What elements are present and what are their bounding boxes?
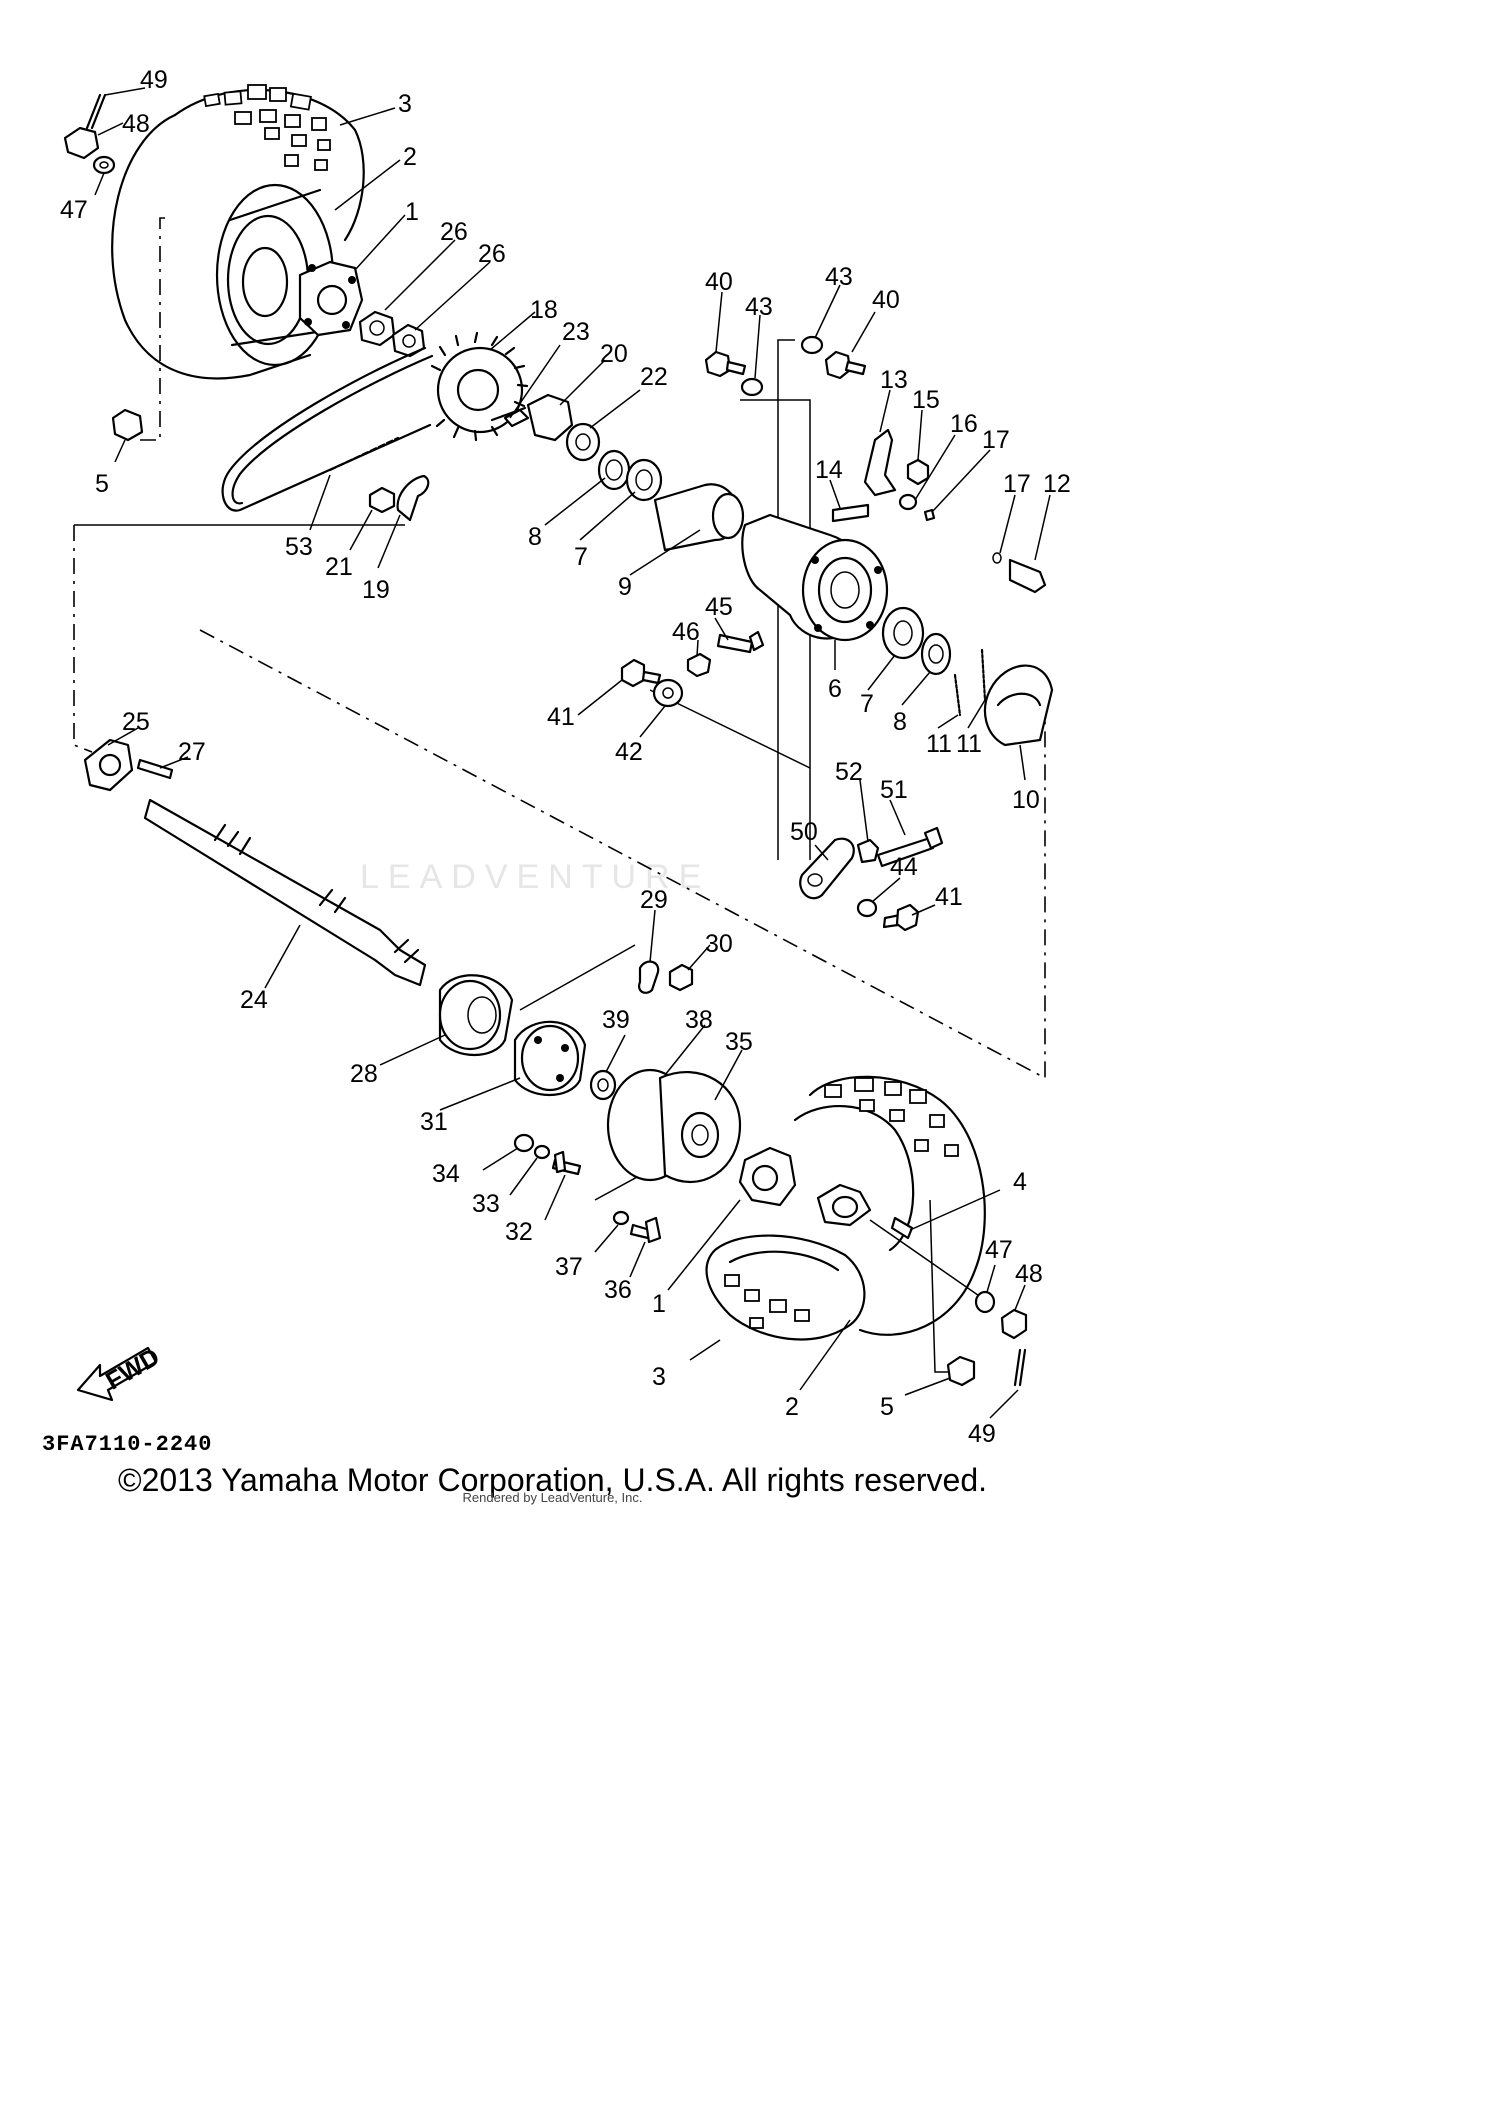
callout-13: 13 <box>880 366 908 394</box>
callout-47-top: 47 <box>60 196 88 224</box>
brake-drum-assembly <box>438 974 742 1184</box>
callout-9: 9 <box>618 573 632 601</box>
hub-part-1-top <box>298 260 364 337</box>
callout-36: 36 <box>604 1276 632 1304</box>
bracket-assembly <box>799 826 944 932</box>
callout-24: 24 <box>240 986 268 1014</box>
callout-2-bottom: 2 <box>785 1393 799 1421</box>
callout-1-top: 1 <box>405 198 419 226</box>
callout-27: 27 <box>178 738 206 766</box>
fasteners-top-left <box>63 93 144 442</box>
callout-16: 16 <box>950 410 978 438</box>
callout-37: 37 <box>555 1253 583 1281</box>
callout-34: 34 <box>432 1160 460 1188</box>
fwd-arrow-icon: FWD <box>76 1343 164 1402</box>
callout-43-b: 43 <box>825 263 853 291</box>
bolts-and-washers-upper <box>620 335 867 708</box>
callout-38: 38 <box>685 1006 713 1034</box>
callout-leaders <box>94 87 1051 1419</box>
tread-blocks-bottom <box>724 1077 959 1329</box>
callout-22: 22 <box>640 363 668 391</box>
nuts-part-26 <box>358 310 426 358</box>
callout-23: 23 <box>562 318 590 346</box>
callout-10: 10 <box>1012 786 1040 814</box>
callout-50: 50 <box>790 818 818 846</box>
callout-17-a: 17 <box>982 426 1010 454</box>
fwd-label: FWD <box>101 1343 164 1396</box>
diagram-code: 3FA7110-2240 <box>42 1432 213 1457</box>
callout-49-top: 49 <box>140 66 168 94</box>
callout-25: 25 <box>122 708 150 736</box>
watermark: LEADVENTURE <box>360 858 711 896</box>
callout-32: 32 <box>505 1218 533 1246</box>
callout-41-lower: 41 <box>935 883 963 911</box>
chain-and-sprocket <box>221 331 663 522</box>
callout-30: 30 <box>705 930 733 958</box>
callout-52: 52 <box>835 758 863 786</box>
callout-15: 15 <box>912 386 940 414</box>
callout-21: 21 <box>325 553 353 581</box>
callout-53: 53 <box>285 533 313 561</box>
axle-hub-carrier <box>653 483 952 676</box>
wheel-assembly-top <box>111 84 365 380</box>
callout-48-bottom: 48 <box>1015 1260 1043 1288</box>
callout-14: 14 <box>815 456 843 484</box>
small-fasteners-lower <box>513 960 694 1244</box>
callout-43-a: 43 <box>745 293 773 321</box>
callout-51: 51 <box>880 776 908 804</box>
callout-47-bottom: 47 <box>985 1236 1013 1264</box>
callout-8-top: 8 <box>528 523 542 551</box>
callout-4: 4 <box>1013 1168 1027 1196</box>
reference-lines <box>73 217 1046 1373</box>
callout-11-b: 11 <box>956 730 982 758</box>
callout-28: 28 <box>350 1060 378 1088</box>
wheel-assembly-bottom <box>705 1075 1028 1387</box>
callout-7-top: 7 <box>574 543 588 571</box>
callout-40-b: 40 <box>872 286 900 314</box>
callout-17-b: 17 <box>1003 470 1031 498</box>
callout-numbers: 49 48 47 3 2 1 26 26 5 18 23 20 22 8 7 9… <box>60 66 1071 1448</box>
callout-5-bottom: 5 <box>880 1393 894 1421</box>
callout-6: 6 <box>828 675 842 703</box>
rendered-by-notice: Rendered by LeadVenture, Inc. <box>462 1490 643 1505</box>
callout-7-bottom: 7 <box>860 690 874 718</box>
callout-45: 45 <box>705 593 733 621</box>
callout-5-top: 5 <box>95 470 109 498</box>
callout-42: 42 <box>615 738 643 766</box>
callout-19: 19 <box>362 576 390 604</box>
exploded-parts-diagram: FWD <box>60 66 1071 1448</box>
tread-blocks-top <box>203 84 331 171</box>
callout-11-a: 11 <box>926 730 952 758</box>
callout-3-top: 3 <box>398 90 412 118</box>
callout-39: 39 <box>602 1006 630 1034</box>
callout-31: 31 <box>420 1108 448 1136</box>
callout-33: 33 <box>472 1190 500 1218</box>
callout-8-bottom: 8 <box>893 708 907 736</box>
callout-20: 20 <box>600 340 628 368</box>
callout-48-top: 48 <box>122 110 150 138</box>
callout-18: 18 <box>530 296 558 324</box>
brake-components <box>831 428 1054 747</box>
callout-49-bottom: 49 <box>968 1420 996 1448</box>
callout-44: 44 <box>890 853 918 881</box>
callout-1-bottom: 1 <box>652 1290 666 1318</box>
callout-26-a: 26 <box>440 218 468 246</box>
callout-12: 12 <box>1043 470 1071 498</box>
copyright-notice: ©2013 Yamaha Motor Corporation, U.S.A. A… <box>117 1462 988 1498</box>
callout-29: 29 <box>640 886 668 914</box>
callout-3-bottom: 3 <box>652 1363 666 1391</box>
callout-26-b: 26 <box>478 240 506 268</box>
callout-40-a: 40 <box>705 268 733 296</box>
callout-35: 35 <box>725 1028 753 1056</box>
callout-41-upper: 41 <box>547 703 575 731</box>
rear-axle <box>83 738 427 987</box>
callout-2-top: 2 <box>403 143 417 171</box>
callout-46: 46 <box>672 618 700 646</box>
